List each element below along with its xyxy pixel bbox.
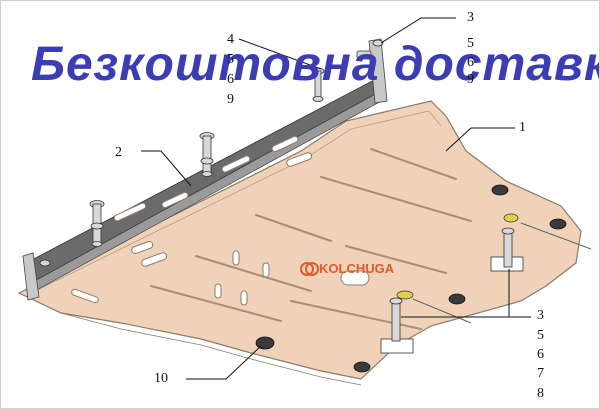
callout-top-right-1: 3 (467, 10, 474, 25)
plate-inner-edge (30, 110, 442, 294)
callout-top-right-4: 9 (467, 72, 474, 87)
callout-part-1: 1 (519, 120, 526, 135)
callout-top-right-3: 6 (467, 55, 474, 70)
callout-lower-right-5: 8 (537, 386, 544, 401)
bracket-hardware (380, 213, 592, 354)
callout-top-right-2: 5 (467, 36, 474, 51)
plate-bottom-edge (60, 312, 362, 386)
kolchuga-logo-icon (300, 262, 319, 276)
plate-slots (71, 135, 370, 306)
brand-name: KOLCHUGA (319, 261, 395, 276)
free-delivery-banner: Безкоштовна доставка (31, 38, 600, 91)
callout-lower-right-1: 3 (537, 308, 544, 323)
callout-part-10: 10 (154, 371, 168, 386)
callout-leaders (141, 17, 531, 380)
callout-lower-right-2: 5 (537, 328, 544, 343)
callout-lower-right-4: 7 (537, 366, 544, 381)
callout-top-mid-2: 5 (227, 52, 234, 67)
cross-member-bolts (39, 39, 384, 267)
callout-lower-right-3: 6 (537, 347, 544, 362)
callout-top-mid-1: 4 (227, 32, 234, 47)
skid-plate (17, 100, 582, 380)
callout-top-mid-3: 6 (227, 72, 234, 87)
callout-part-2: 2 (115, 145, 122, 160)
callout-top-mid-4: 9 (227, 92, 234, 107)
